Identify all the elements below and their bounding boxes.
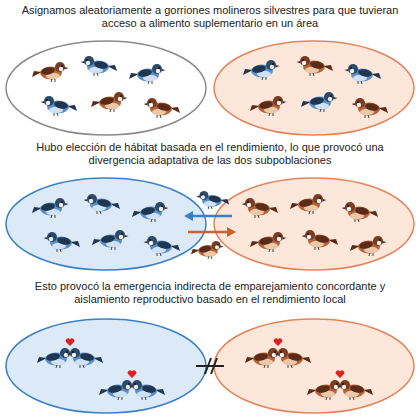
population-oval bbox=[214, 178, 414, 270]
sparrow-icon bbox=[92, 230, 129, 250]
sparrow-icon bbox=[144, 236, 181, 256]
sparrow-icon bbox=[275, 348, 312, 368]
isolation-barrier bbox=[196, 358, 224, 374]
caption-text: Asignamos aleatoriamente a gorriones mol… bbox=[12, 4, 408, 30]
sparrow-icon bbox=[250, 96, 287, 116]
sparrow-icon bbox=[129, 64, 166, 84]
caption-text: Hubo elección de hábitat basada en el re… bbox=[12, 141, 408, 167]
sparrow-icon bbox=[67, 348, 104, 368]
population-oval bbox=[6, 41, 206, 135]
sparrow-icon bbox=[44, 232, 81, 252]
heart-icon bbox=[128, 370, 137, 378]
heart-icon bbox=[274, 338, 283, 346]
sparrow-icon bbox=[191, 241, 224, 259]
sparrow-icon bbox=[132, 202, 169, 222]
sparrow-icon bbox=[350, 236, 387, 256]
sparrow-icon bbox=[290, 194, 327, 214]
migration-arrows bbox=[184, 211, 236, 237]
sparrow-icon bbox=[352, 98, 389, 118]
sparrow-icon bbox=[81, 56, 118, 76]
sparrow-icon bbox=[84, 194, 121, 214]
population-oval bbox=[6, 178, 206, 270]
sparrow-icon bbox=[301, 92, 338, 112]
sparrow-icon bbox=[297, 56, 334, 76]
sparrow-icon bbox=[99, 380, 136, 400]
population-oval bbox=[214, 41, 414, 135]
sparrow-icon bbox=[345, 64, 382, 84]
population-oval bbox=[214, 319, 414, 413]
sparrow-icon bbox=[91, 92, 128, 112]
sparrow-icon bbox=[41, 96, 78, 116]
sparrow-icon bbox=[337, 380, 374, 400]
sparrow-icon bbox=[342, 202, 379, 222]
sparrow-icon bbox=[242, 198, 279, 218]
birds bbox=[32, 56, 388, 400]
heart-icon bbox=[66, 338, 75, 346]
sparrow-icon bbox=[307, 380, 344, 400]
sparrow-icon bbox=[196, 191, 229, 209]
sparrow-icon bbox=[144, 98, 181, 118]
heart-icon bbox=[336, 370, 345, 378]
population-oval bbox=[6, 319, 206, 413]
sparrow-icon bbox=[250, 232, 287, 252]
sparrow-icon bbox=[129, 380, 166, 400]
sparrow-icon bbox=[245, 348, 282, 368]
sparrow-icon bbox=[243, 60, 280, 80]
sparrow-icon bbox=[37, 348, 74, 368]
sparrow-icon bbox=[32, 198, 69, 218]
sparrow-icon bbox=[32, 62, 69, 82]
sparrow-icon bbox=[302, 230, 339, 250]
caption-text: Esto provocó la emergencia indirecta de … bbox=[12, 280, 408, 306]
